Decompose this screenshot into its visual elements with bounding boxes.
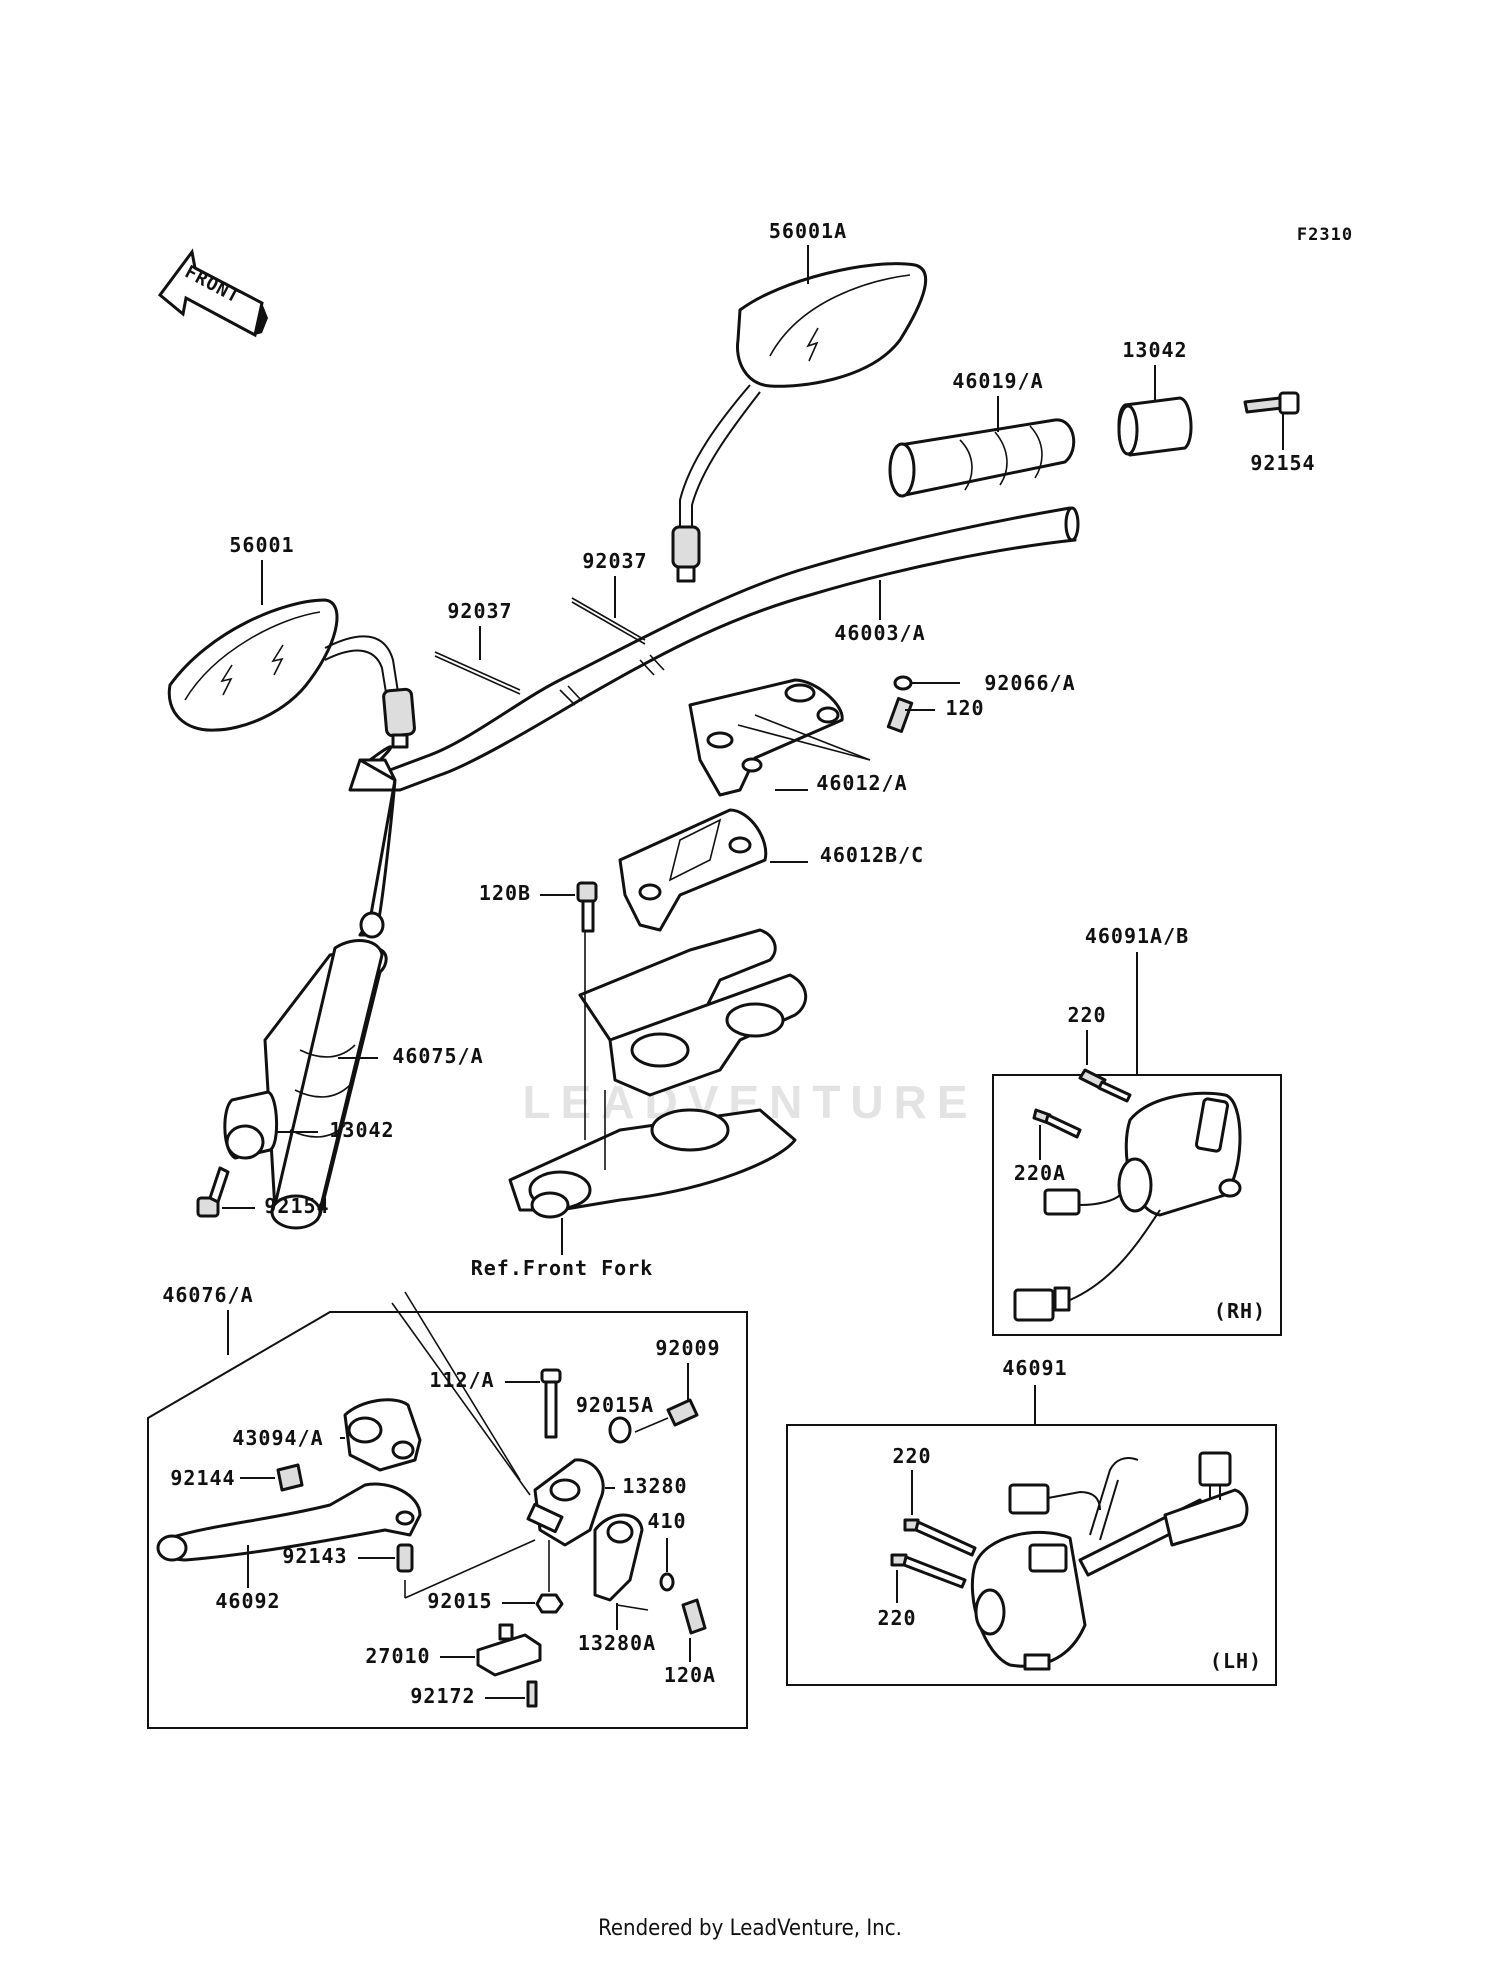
label-holder-lower: 46012B/C — [820, 843, 924, 867]
front-arrow-icon: FRONT — [157, 248, 268, 338]
label-mirror-left: 56001 — [229, 533, 294, 557]
label-bolt-120b: 120B — [479, 881, 531, 905]
label-bolt-120: 120 — [945, 696, 984, 720]
label-clutch-assy: 46076/A — [162, 1283, 253, 1307]
label-screw-92009: 92009 — [655, 1336, 720, 1360]
spring — [276, 1463, 304, 1492]
label-rh-tag: (RH) — [1214, 1299, 1266, 1323]
label-wire-left: 92037 — [447, 599, 512, 623]
label-grip-right: 46019/A — [952, 369, 1043, 393]
grip-right — [888, 418, 1076, 498]
label-bolt-92015a: 92015A — [576, 1393, 654, 1417]
footer-credit: Rendered by LeadVenture, Inc. — [598, 1916, 902, 1941]
label-lever: 46092 — [215, 1589, 280, 1613]
mirror-left — [167, 598, 416, 749]
label-adjuster: 43094/A — [232, 1426, 323, 1450]
mirror-right — [671, 262, 928, 583]
washer-92066 — [893, 675, 913, 691]
label-screw-92172: 92172 — [410, 1684, 475, 1708]
switch-lh — [970, 1451, 1249, 1671]
label-holder-13280a: 13280A — [578, 1631, 656, 1655]
label-grip-left: 46075/A — [392, 1044, 483, 1068]
label-switch-rh: 46091A/B — [1085, 924, 1189, 948]
weight-right — [1117, 396, 1193, 457]
grip-left — [263, 939, 388, 1230]
adjuster — [343, 1398, 422, 1472]
screw-left — [196, 1166, 230, 1218]
bolt-112 — [540, 1368, 562, 1439]
label-handlebar: 46003/A — [834, 621, 925, 645]
screw-92009 — [634, 1398, 699, 1433]
screw-right — [1243, 391, 1300, 415]
label-lh-220-bottom: 220 — [877, 1606, 916, 1630]
switch-rh — [1013, 1091, 1242, 1322]
label-nut-92015: 92015 — [427, 1589, 492, 1613]
label-screw-right: 92154 — [1250, 451, 1315, 475]
holder-13280 — [526, 1458, 605, 1547]
label-rh-220a: 220A — [1014, 1161, 1066, 1185]
wire-right — [571, 597, 646, 645]
screw-lh-220-bottom — [890, 1553, 967, 1589]
label-washer: 92066/A — [984, 671, 1075, 695]
diagram-code: F2310 — [1297, 225, 1353, 245]
lever — [156, 1482, 422, 1562]
label-weight-right: 13042 — [1122, 338, 1187, 362]
collar-92143 — [396, 1543, 414, 1573]
bolt-92015a — [608, 1416, 632, 1444]
handlebar — [348, 506, 1080, 939]
triple-clamp — [508, 928, 808, 1219]
label-wire-right: 92037 — [582, 549, 647, 573]
label-holder-13280: 13280 — [622, 1474, 687, 1498]
label-lh-tag: (LH) — [1210, 1649, 1262, 1673]
label-bolt-120a: 120A — [664, 1663, 716, 1687]
label-bolt-112: 112/A — [429, 1368, 494, 1392]
bolt-120a — [681, 1598, 707, 1635]
screw-rh-220 — [1078, 1068, 1132, 1103]
label-switch-27010: 27010 — [365, 1644, 430, 1668]
label-spring: 92144 — [170, 1466, 235, 1490]
label-ref-front-fork: Ref.Front Fork — [471, 1256, 654, 1280]
label-collar-410: 410 — [647, 1509, 686, 1533]
label-rh-220: 220 — [1067, 1003, 1106, 1027]
screw-lh-220-top — [903, 1518, 977, 1557]
label-mirror-right: 56001A — [769, 219, 847, 243]
weight-left — [223, 1090, 279, 1160]
collar-410 — [659, 1572, 675, 1592]
label-holder-upper: 46012/A — [816, 771, 907, 795]
label-lh-220-top: 220 — [892, 1444, 931, 1468]
label-switch-lh: 46091 — [1002, 1356, 1067, 1380]
nut-92015 — [535, 1593, 564, 1614]
label-weight-left: 13042 — [329, 1118, 394, 1142]
holder-13280a — [593, 1513, 644, 1602]
holder-upper — [688, 678, 844, 797]
switch-lh-box — [786, 1424, 1277, 1686]
wire-left — [434, 651, 521, 695]
bolt-120 — [886, 697, 914, 733]
label-collar-92143: 92143 — [282, 1544, 347, 1568]
screw-92172 — [526, 1680, 538, 1708]
clutch-assy-box — [147, 1311, 748, 1729]
switch-27010 — [476, 1623, 542, 1677]
holder-lower — [618, 808, 768, 932]
screw-rh-220a — [1032, 1108, 1082, 1139]
label-screw-left: 92154 — [264, 1194, 329, 1218]
bolt-120b — [576, 881, 598, 933]
